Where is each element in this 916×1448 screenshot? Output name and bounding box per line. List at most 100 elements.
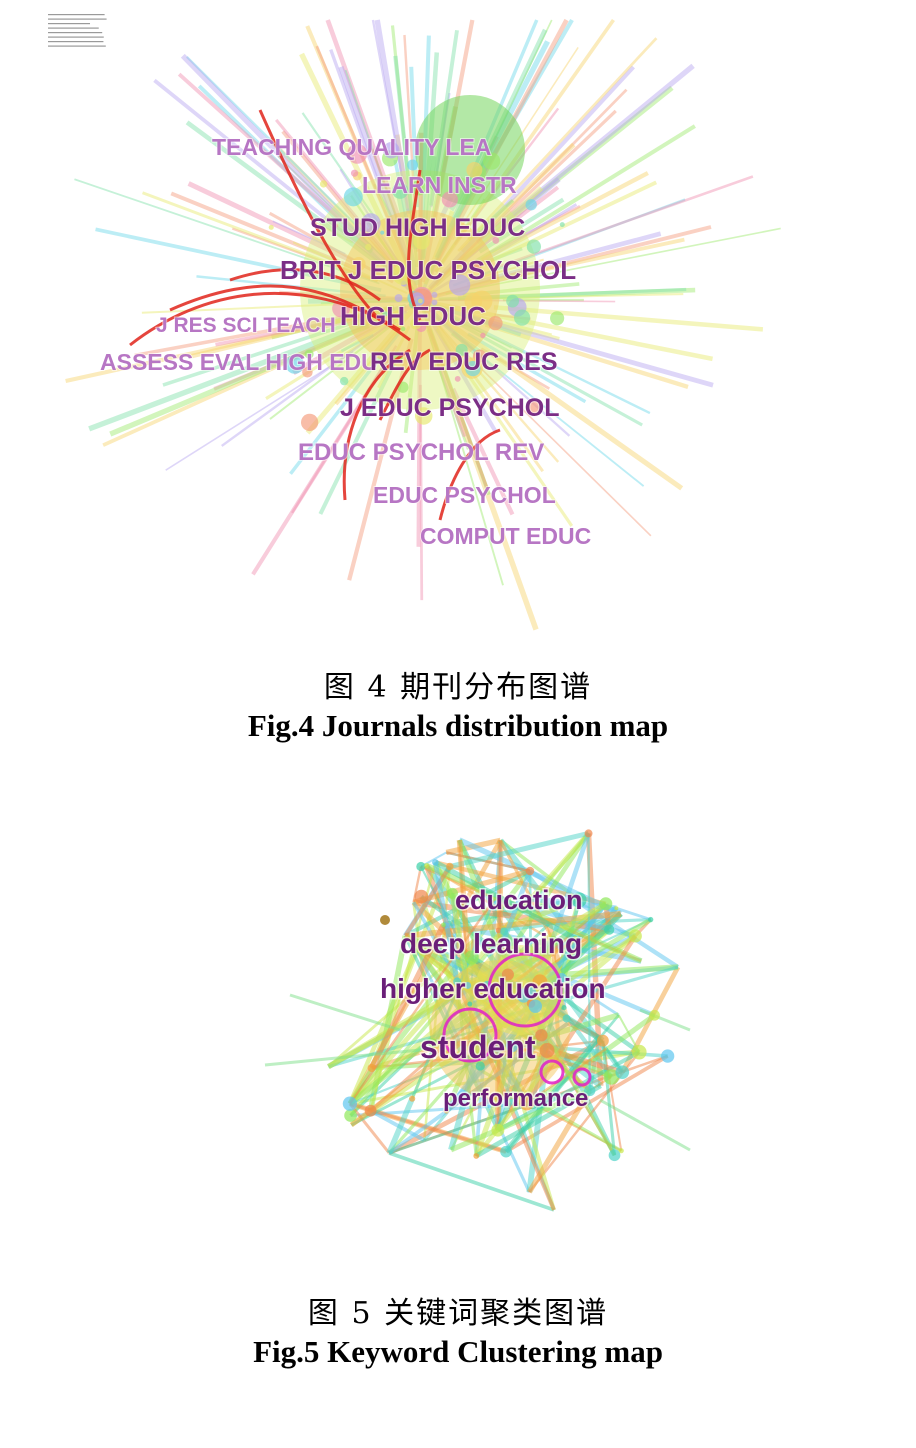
network-link (493, 305, 764, 332)
journal-label: HIGH EDUC (340, 301, 486, 331)
keyword-node (519, 1095, 535, 1111)
keyword-node (539, 1043, 555, 1058)
keyword-node (615, 1065, 630, 1079)
journal-node (441, 191, 458, 208)
journal-node (480, 332, 486, 339)
network-nodes (342, 829, 675, 1162)
journal-label: COMPUT EDUC (420, 523, 591, 549)
journal-node (448, 274, 471, 296)
journal-label: EDUC PSYCHOL REV (298, 439, 544, 466)
journal-node (380, 230, 385, 235)
network-link (480, 347, 551, 390)
network-link (153, 78, 384, 266)
network-link (527, 1089, 592, 1194)
keyword-node (648, 916, 654, 923)
network-link (434, 859, 577, 942)
journal-node (525, 199, 537, 211)
network-link (474, 180, 658, 271)
journal-node (431, 291, 438, 298)
network-nodes (268, 95, 565, 432)
journal-node (407, 159, 419, 171)
keyword-label: higher education (380, 973, 606, 1004)
keyword-node (584, 829, 593, 838)
network-link (371, 19, 410, 212)
network-link (388, 1021, 570, 1155)
journal-node (413, 232, 431, 250)
journal-node (506, 294, 520, 308)
keyword-node (584, 1084, 596, 1097)
network-link (449, 1088, 591, 1153)
journal-node (471, 290, 493, 312)
network-link (185, 120, 381, 267)
journal-node (300, 413, 319, 432)
keyword-node (628, 929, 642, 943)
network-link (102, 310, 397, 447)
journal-node (550, 311, 565, 326)
burst-rings (442, 952, 592, 1087)
journal-node (431, 299, 438, 306)
keyword-node (535, 1029, 548, 1042)
journal-node (350, 169, 359, 177)
journal-node (417, 298, 423, 304)
keyword-node (532, 974, 548, 990)
journal-node (414, 407, 433, 425)
network-link (65, 317, 348, 384)
keyword-node (364, 1104, 377, 1117)
network-link (312, 220, 354, 244)
network-link (141, 303, 343, 314)
keyword-node (528, 999, 542, 1013)
keyword-labels: education deep learning higher education… (379, 884, 608, 1114)
journal-node (382, 311, 388, 317)
network-link (374, 19, 413, 214)
network-link (449, 830, 590, 869)
journal-node (304, 349, 314, 359)
keyword-node (618, 1148, 624, 1154)
keyword-network-graph: education deep learning higher education… (264, 829, 691, 1212)
keyword-node (661, 1049, 675, 1063)
network-link (403, 865, 452, 937)
keyword-node (475, 1061, 485, 1071)
network-link (599, 1098, 691, 1152)
journals-distribution-figure: TEACHING QUALITY LEA LEARN INSTR STUD HI… (0, 0, 916, 650)
journal-node (361, 213, 381, 233)
network-link (461, 339, 645, 487)
network-link (215, 320, 334, 347)
network-link (587, 833, 591, 1091)
journal-node (465, 360, 481, 377)
network-link (484, 322, 689, 389)
figure-4-caption-chinese: 图 4 期刊分布图谱 (323, 670, 593, 705)
journal-node (513, 309, 531, 326)
metadata-line (48, 32, 103, 34)
keyword-node (427, 1038, 437, 1047)
keyword-label: student (420, 1029, 536, 1065)
network-link (301, 112, 379, 223)
network-link (348, 831, 591, 1106)
journal-node (339, 376, 349, 386)
network-link (460, 142, 576, 253)
network-link (348, 1102, 391, 1154)
journal-node (527, 398, 544, 415)
network-link (325, 19, 406, 231)
network-link (109, 323, 371, 437)
keyword-label: performance (443, 1085, 588, 1112)
network-link (524, 934, 638, 1105)
network-link (369, 923, 446, 1070)
citation-arrow (378, 348, 431, 421)
network-link (489, 237, 685, 284)
keyword-node (495, 927, 502, 934)
keyword-node (473, 1153, 480, 1159)
keyword-node (344, 1109, 357, 1122)
journal-label: BRIT J EDUC PSYCHOL (280, 255, 576, 285)
keyword-node (342, 1096, 358, 1111)
journal-node (347, 143, 368, 164)
software-metadata-block (48, 14, 107, 47)
keyword-node (424, 863, 429, 868)
network-link (451, 387, 515, 516)
keyword-node (524, 987, 537, 999)
keyword-node (500, 927, 509, 936)
network-link (88, 315, 381, 432)
network-link (478, 197, 565, 254)
burst-ring (487, 952, 563, 1028)
network-link (264, 1048, 421, 1067)
network-link (344, 69, 402, 231)
